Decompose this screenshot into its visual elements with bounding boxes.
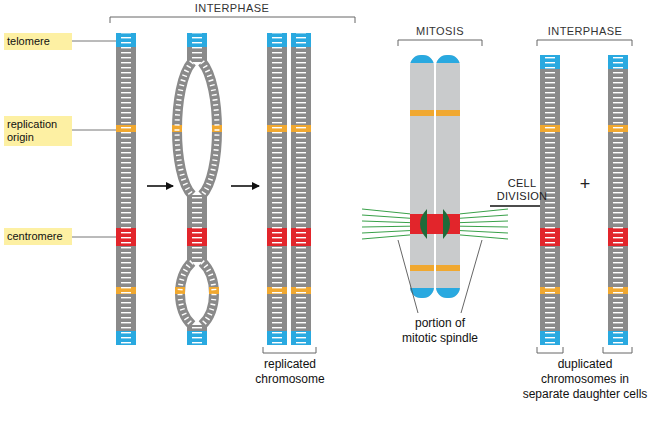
box-text: replication origin: [7, 118, 69, 144]
pointer-lines: [398, 240, 482, 313]
brackets: [110, 17, 632, 353]
replicating-chromosome: [172, 33, 222, 345]
bracket: [537, 40, 632, 46]
plus-sign: +: [573, 174, 597, 194]
bracket: [398, 40, 482, 46]
spindle-fibres: [362, 209, 508, 239]
mitotic-chromosome: [405, 50, 465, 305]
caption-label: replicated chromosome: [245, 357, 335, 387]
centromere-region: [426, 214, 444, 234]
bracket: [537, 347, 563, 353]
leader-line: [72, 237, 116, 238]
box-text: centromere: [7, 230, 69, 243]
bracket: [263, 347, 316, 353]
box-text: telomere: [7, 35, 69, 48]
stage-arrows: [147, 186, 553, 206]
arrow-label: CELL DIVISION: [491, 177, 553, 203]
arrow: [231, 185, 259, 187]
kinetochore: [443, 209, 450, 239]
caption-label: duplicated chromosomes in separate daugh…: [519, 357, 651, 402]
leader-line: [72, 41, 116, 42]
leader-lines: [72, 41, 116, 237]
stage-heading: MITOSIS: [395, 25, 485, 38]
leader-line: [72, 130, 116, 131]
label-box: telomere: [4, 33, 72, 50]
chromatid: [291, 33, 311, 345]
kinetochore: [420, 209, 427, 239]
bracket: [110, 17, 355, 23]
arrow: [147, 185, 173, 187]
label-box: centromere: [4, 228, 72, 245]
chromosome: [116, 33, 136, 345]
chromatid: [267, 33, 287, 345]
label-box: replication origin: [4, 116, 72, 146]
caption-label: portion of mitotic spindle: [396, 316, 484, 346]
stage-heading: INTERPHASE: [530, 25, 640, 38]
daughter-chromosome: [608, 55, 628, 345]
stage-heading: INTERPHASE: [167, 2, 297, 15]
bracket: [603, 347, 632, 353]
